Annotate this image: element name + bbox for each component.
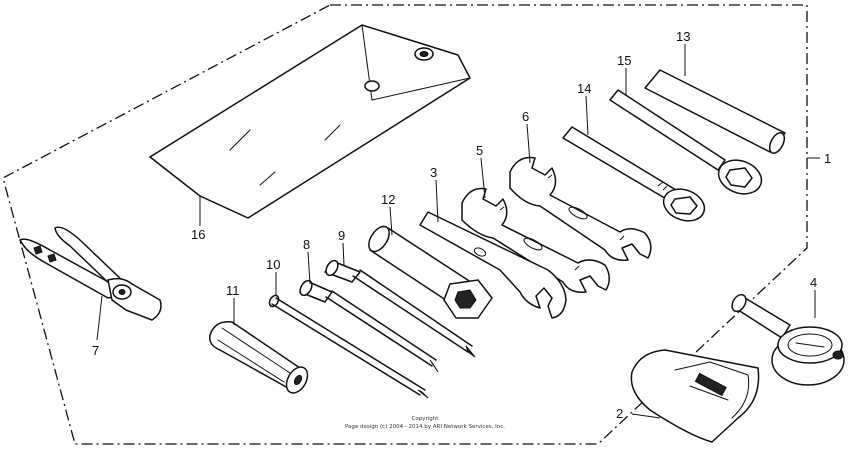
screwdriver-8 xyxy=(299,279,439,373)
ring-wrench xyxy=(609,89,763,195)
leader-6 xyxy=(526,123,531,164)
driver-bit xyxy=(268,294,429,399)
open-end-wrench-large xyxy=(509,156,652,262)
leader-2 xyxy=(631,413,661,419)
callout-12: 12 xyxy=(381,192,395,207)
callout-7: 7 xyxy=(92,343,99,358)
callout-4: 4 xyxy=(810,275,817,290)
callout-14: 14 xyxy=(577,81,591,96)
leader-8 xyxy=(307,251,311,285)
assembly-boundary xyxy=(2,4,808,445)
copyright-title: Copyright xyxy=(412,416,440,422)
handle-tube xyxy=(644,69,786,154)
leader-3 xyxy=(435,179,439,223)
box-wrench xyxy=(562,126,706,222)
leader-9 xyxy=(342,242,345,266)
callout-3: 3 xyxy=(430,165,437,180)
callout-15: 15 xyxy=(617,53,631,68)
callout-6: 6 xyxy=(522,109,529,124)
tool-pouch xyxy=(149,24,471,219)
callout-13: 13 xyxy=(676,29,690,44)
leader-7 xyxy=(96,295,103,341)
valve-adjuster xyxy=(731,293,845,386)
callout-1: 1 xyxy=(824,151,831,166)
pin-spanner xyxy=(419,211,567,319)
pliers xyxy=(19,226,162,321)
callout-16: 16 xyxy=(191,227,205,242)
screwdriver-9 xyxy=(324,259,476,358)
callout-10: 10 xyxy=(266,257,280,272)
screwdriver-handle xyxy=(208,321,309,394)
tool-bag xyxy=(630,349,760,443)
leader-14 xyxy=(585,95,589,136)
leader-12 xyxy=(389,206,393,236)
callout-8: 8 xyxy=(303,237,310,252)
spark-plug-wrench xyxy=(368,225,493,319)
callout-5: 5 xyxy=(476,143,483,158)
copyright-notice: Page design (c) 2004 - 2014 by ARI Netwo… xyxy=(345,424,505,430)
callout-9: 9 xyxy=(338,228,345,243)
leader-5 xyxy=(480,157,486,199)
callout-2: 2 xyxy=(616,406,623,421)
callout-11: 11 xyxy=(226,283,240,298)
